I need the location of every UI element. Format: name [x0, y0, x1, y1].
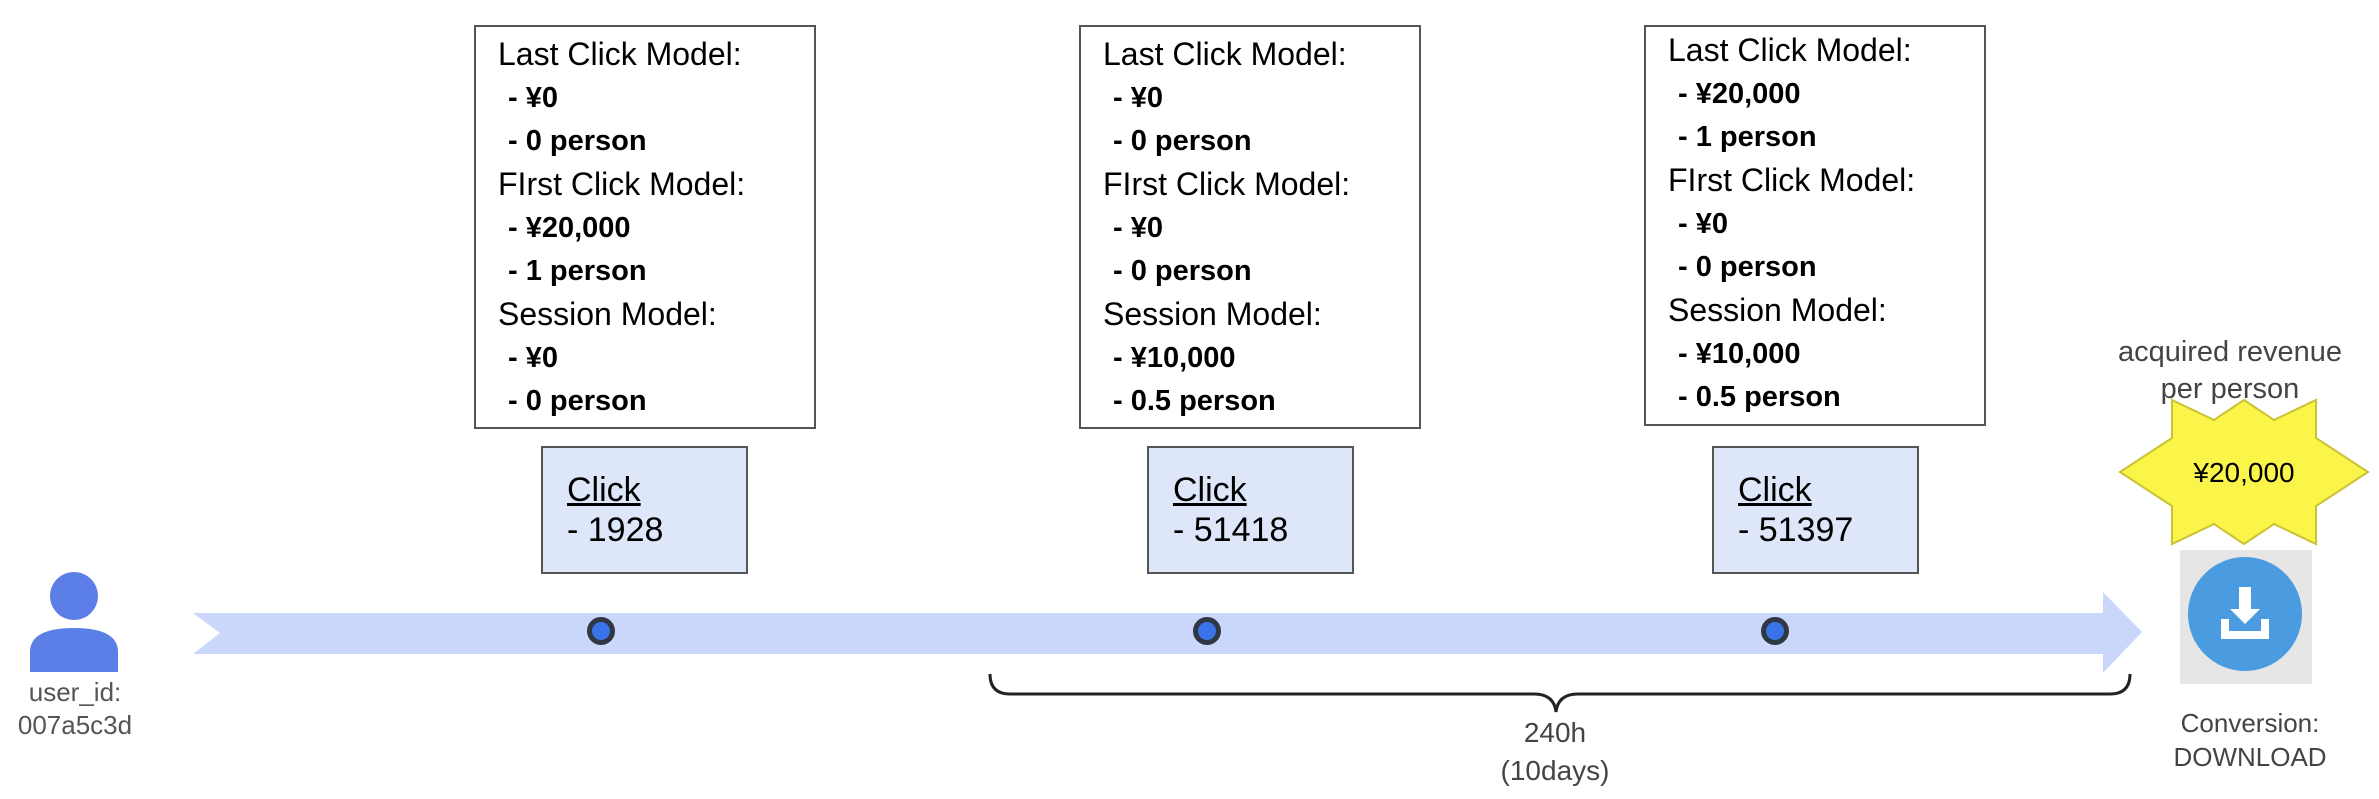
download-icon — [2221, 587, 2269, 639]
duration-bracket — [988, 673, 2132, 713]
model-name: Session Model: — [1103, 296, 1322, 332]
revenue-caption: acquired revenue per person — [2090, 334, 2370, 408]
timeline-dot-3[interactable] — [1761, 617, 1789, 645]
model-revenue: - ¥0 — [1113, 212, 1163, 244]
user-id-value: 007a5c3d — [17, 710, 133, 740]
attribution-box-3: Last Click Model: - ¥20,000 - 1 person F… — [1644, 25, 1986, 426]
model-revenue: - ¥20,000 — [1678, 78, 1801, 110]
model-persons: - 0 person — [1113, 255, 1252, 287]
attribution-box-2: Last Click Model: - ¥0 - 0 person FIrst … — [1079, 25, 1421, 429]
callout-value: - 51418 — [1173, 511, 1289, 549]
duration-hours: 240h — [1523, 717, 1587, 748]
user-id-label: user_id: 007a5c3d — [0, 676, 150, 742]
model-persons: - 0 person — [1678, 251, 1817, 283]
click-callout-1: Click - 1928 — [541, 446, 748, 574]
revenue-caption-line1: acquired revenue — [2117, 336, 2343, 368]
callout-value: - 1928 — [567, 511, 664, 549]
model-persons: - 0.5 person — [1678, 381, 1841, 413]
model-persons: - 0 person — [508, 385, 647, 417]
callout-title: Click — [567, 471, 641, 509]
conversion-label-value: DOWNLOAD — [2173, 742, 2327, 772]
model-name: Session Model: — [498, 296, 717, 332]
callout-value: - 51397 — [1738, 511, 1854, 549]
attribution-box-1: Last Click Model: - ¥0 - 0 person FIrst … — [474, 25, 816, 429]
conversion-label: Conversion: DOWNLOAD — [2130, 706, 2370, 774]
model-name: Last Click Model: — [1668, 32, 1912, 68]
duration-days: (10days) — [1500, 755, 1610, 786]
model-revenue: - ¥0 — [508, 82, 558, 114]
callout-title: Click — [1738, 471, 1812, 509]
model-name: FIrst Click Model: — [498, 166, 746, 202]
conversion-label-key: Conversion: — [2180, 708, 2320, 738]
timeline-dot-1[interactable] — [587, 617, 615, 645]
download-circle — [2188, 557, 2302, 671]
callout-title: Click — [1173, 471, 1247, 509]
click-callout-3: Click - 51397 — [1712, 446, 1919, 574]
user-id-key: user_id: — [28, 677, 122, 707]
model-name: Session Model: — [1668, 292, 1887, 328]
model-revenue: - ¥20,000 — [508, 212, 631, 244]
person-icon — [30, 572, 118, 672]
revenue-caption-line2: per person — [2160, 373, 2300, 405]
model-name: FIrst Click Model: — [1103, 166, 1351, 202]
timeline-dot-2[interactable] — [1193, 617, 1221, 645]
model-persons: - 0.5 person — [1113, 385, 1276, 417]
duration-label: 240h (10days) — [1430, 714, 1680, 790]
revenue-value: ¥20,000 — [2193, 457, 2295, 488]
timeline-arrow-shape — [193, 592, 2142, 673]
model-revenue: - ¥0 — [508, 342, 558, 374]
model-persons: - 0 person — [1113, 125, 1252, 157]
model-name: Last Click Model: — [1103, 36, 1347, 72]
model-persons: - 0 person — [508, 125, 647, 157]
model-revenue: - ¥0 — [1113, 82, 1163, 114]
model-name: FIrst Click Model: — [1668, 162, 1916, 198]
model-revenue: - ¥10,000 — [1678, 338, 1801, 370]
model-persons: - 1 person — [508, 255, 647, 287]
click-callout-2: Click - 51418 — [1147, 446, 1354, 574]
star-burst-icon — [2118, 398, 2370, 546]
conversion-tile[interactable] — [2180, 550, 2312, 684]
model-name: Last Click Model: — [498, 36, 742, 72]
model-revenue: - ¥0 — [1678, 208, 1728, 240]
model-revenue: - ¥10,000 — [1113, 342, 1236, 374]
model-persons: - 1 person — [1678, 121, 1817, 153]
